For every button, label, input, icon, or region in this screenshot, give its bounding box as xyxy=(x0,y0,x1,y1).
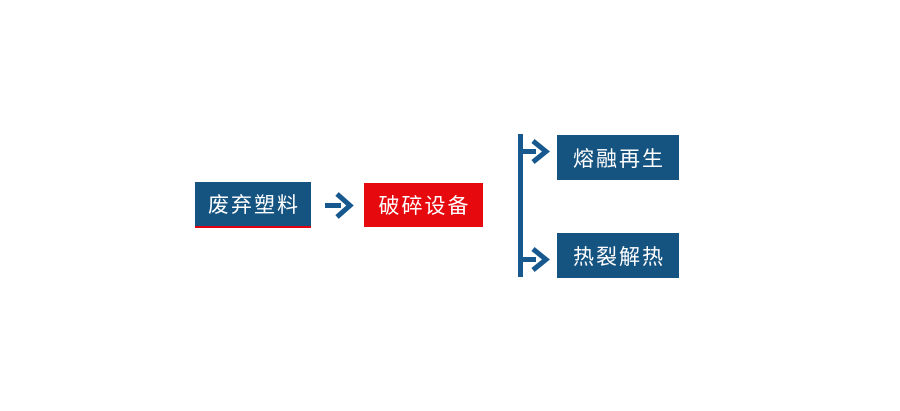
node-pyrolysis-heat: 热裂解热 xyxy=(557,233,679,278)
node-waste-plastic: 废弃塑料 xyxy=(195,182,311,228)
branch-arrow-top-icon xyxy=(518,139,550,164)
node-melt-regeneration-label: 熔融再生 xyxy=(573,147,665,171)
node-melt-regeneration: 熔融再生 xyxy=(557,135,679,180)
node-crushing-equipment: 破碎设备 xyxy=(364,183,483,227)
branch-arrow-bottom-icon xyxy=(518,247,550,272)
node-pyrolysis-heat-label: 热裂解热 xyxy=(573,245,665,269)
node-waste-plastic-label: 废弃塑料 xyxy=(208,194,300,217)
node-crushing-equipment-label: 破碎设备 xyxy=(378,195,471,218)
arrow-right-icon xyxy=(325,192,354,219)
